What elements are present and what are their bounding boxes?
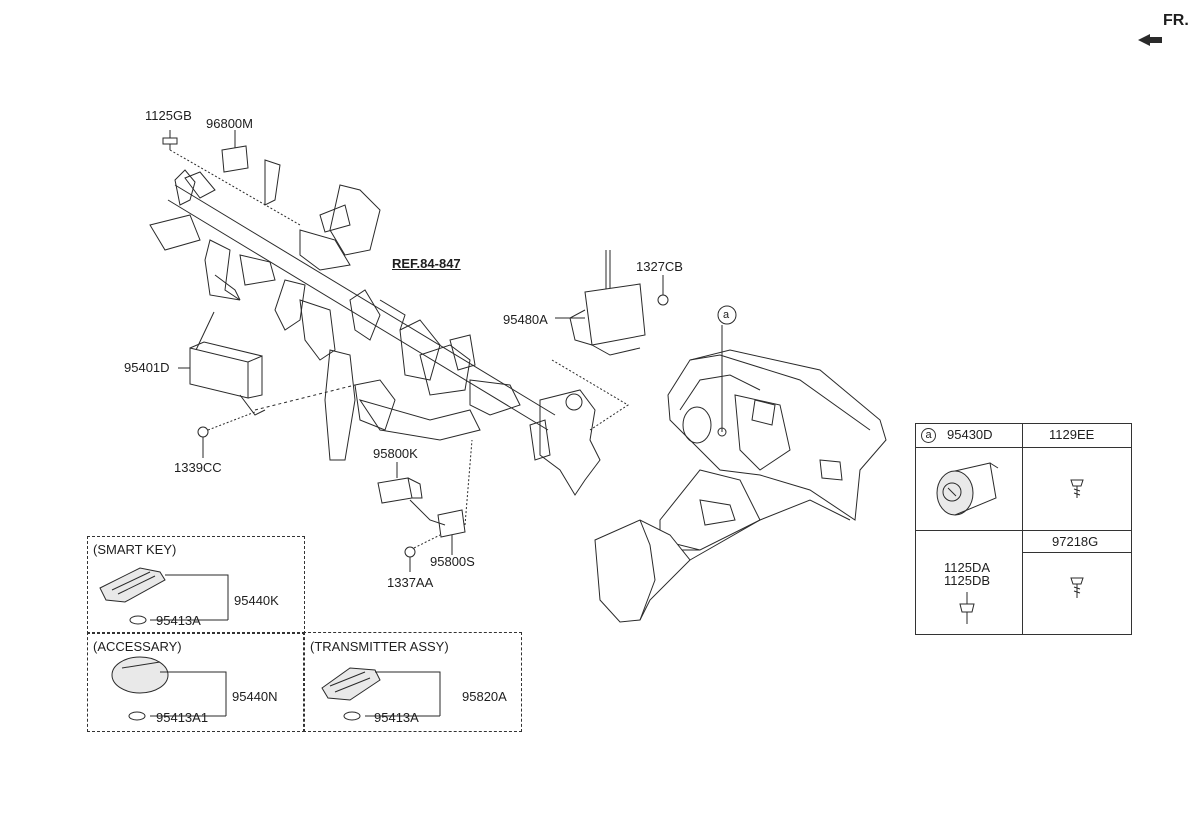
front-direction-label: FR. xyxy=(1163,12,1189,29)
smart-key-box xyxy=(87,536,305,634)
part-label-95800k: 95800K xyxy=(373,446,418,461)
smart-key-fob-icon xyxy=(99,567,229,625)
part-label-1125gb: 1125GB xyxy=(145,108,192,123)
part-label-95413a-transmitter: 95413A xyxy=(374,710,419,725)
ignition-switch-95430d-icon xyxy=(936,462,999,516)
transmitter-fob-icon xyxy=(321,667,441,721)
callout-a-label: a xyxy=(723,309,730,321)
nut-1339cc-icon xyxy=(197,411,256,458)
part-label-95800s: 95800S xyxy=(430,554,475,569)
part-label-96800m: 96800M xyxy=(206,116,253,131)
part-label-95440n: 95440N xyxy=(232,689,278,704)
screw-97218g-icon xyxy=(1070,577,1084,598)
table-header-divider xyxy=(915,447,1131,448)
accessory-fob-icon xyxy=(111,656,227,721)
transmitter-box xyxy=(303,632,522,732)
table-header-1129ee: 1129EE xyxy=(1049,427,1095,442)
bracket-95800s-icon xyxy=(437,439,473,555)
nut-1337aa-icon xyxy=(404,534,441,572)
part-label-95413a-smart: 95413A xyxy=(156,613,201,628)
table-label-1125da: 1125DA xyxy=(944,560,991,575)
part-label-95401d: 95401D xyxy=(124,360,170,375)
module-95401d-icon xyxy=(178,311,356,416)
part-label-1339cc: 1339CC xyxy=(174,460,222,475)
table-callout-a: a xyxy=(921,428,936,443)
cowl-crossbar-drawing xyxy=(149,159,601,496)
table-label-1125db: 1125DB xyxy=(944,573,991,588)
reference-label: REF.84-847 xyxy=(392,256,461,271)
accessory-box xyxy=(87,632,305,732)
smart-key-title: (SMART KEY) xyxy=(93,542,177,557)
table-label-97218g: 97218G xyxy=(1052,534,1099,549)
part-label-95820a: 95820A xyxy=(462,689,507,704)
callout-a-icon xyxy=(717,305,737,325)
screw-1129ee-icon xyxy=(1070,479,1084,498)
nut-1327cb-icon xyxy=(657,275,669,306)
module-96800m-icon xyxy=(221,130,249,173)
dashboard-console-drawing xyxy=(594,325,887,623)
table-vertical-divider xyxy=(1022,423,1023,634)
table-subheader-divider xyxy=(1022,552,1131,553)
part-label-1337aa: 1337AA xyxy=(387,575,434,590)
detail-table xyxy=(915,423,1132,635)
bolt-1125da-icon xyxy=(959,592,975,624)
sensor-95800k-icon xyxy=(377,462,446,526)
part-label-1327cb: 1327CB xyxy=(636,259,683,274)
module-95480a-icon xyxy=(551,250,646,431)
part-label-95480a: 95480A xyxy=(503,312,548,327)
part-label-95440k: 95440K xyxy=(234,593,279,608)
bolt-1125gb-icon xyxy=(162,130,301,226)
front-arrow-icon xyxy=(1138,34,1162,46)
part-label-95413a1: 95413A1 xyxy=(156,710,209,725)
transmitter-title: (TRANSMITTER ASSY) xyxy=(310,639,449,654)
table-row-divider xyxy=(915,530,1131,531)
table-header-95430d: 95430D xyxy=(947,427,993,442)
accessory-title: (ACCESSARY) xyxy=(93,639,182,654)
